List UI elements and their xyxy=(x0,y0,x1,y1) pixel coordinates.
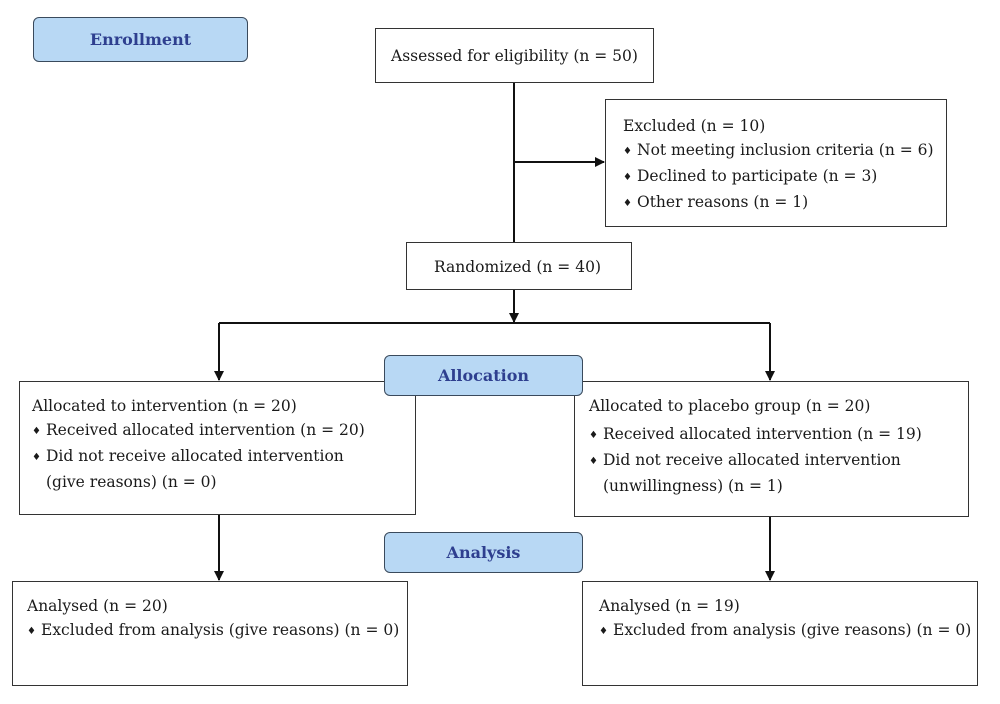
randomized-box: Randomized (n = 40) xyxy=(406,242,632,290)
analysis-stage-label: Analysis xyxy=(384,532,583,573)
placebo-received-text: Received allocated intervention (n = 19) xyxy=(603,425,922,443)
analysis-right-title: Analysed (n = 19) xyxy=(599,597,740,615)
randomized-text: Randomized (n = 40) xyxy=(434,258,601,276)
intervention-not-received: ♦ Did not receive allocated intervention xyxy=(32,444,415,470)
bullet-icon: ♦ xyxy=(623,198,632,209)
excluded-box: Excluded (n = 10) ♦ Not meeting inclusion… xyxy=(605,99,947,227)
analysis-label: Analysis xyxy=(446,543,521,562)
allocation-stage-label: Allocation xyxy=(384,355,583,396)
bullet-icon: ♦ xyxy=(27,626,36,637)
placebo-title: Allocated to placebo group (n = 20) xyxy=(589,397,871,415)
analysis-left-excluded: ♦ Excluded from analysis (give reasons) (… xyxy=(27,618,407,644)
intervention-not-received-reason: (give reasons) (n = 0) xyxy=(46,473,217,491)
excluded-item-text: Declined to participate (n = 3) xyxy=(637,167,878,185)
excluded-item-text: Other reasons (n = 1) xyxy=(637,193,809,211)
analysis-right-box: Analysed (n = 19) ♦ Excluded from analysi… xyxy=(582,581,978,686)
placebo-not-received-text: Did not receive allocated intervention xyxy=(603,451,901,469)
excluded-item: ♦ Declined to participate (n = 3) xyxy=(623,164,946,190)
bullet-icon: ♦ xyxy=(32,426,41,437)
analysis-left-title: Analysed (n = 20) xyxy=(27,597,168,615)
intervention-group-box: Allocated to intervention (n = 20) ♦ Rece… xyxy=(19,381,416,515)
excluded-item: ♦ Other reasons (n = 1) xyxy=(623,190,946,216)
bullet-icon: ♦ xyxy=(589,430,598,441)
analysis-right-excluded: ♦ Excluded from analysis (give reasons) (… xyxy=(599,618,977,644)
assessed-box: Assessed for eligibility (n = 50) xyxy=(375,28,654,83)
intervention-received-text: Received allocated intervention (n = 20) xyxy=(46,421,365,439)
bullet-icon: ♦ xyxy=(589,456,598,467)
excluded-title: Excluded (n = 10) xyxy=(623,117,766,135)
placebo-not-received: ♦ Did not receive allocated intervention xyxy=(589,448,968,474)
placebo-group-box: Allocated to placebo group (n = 20) ♦ Rec… xyxy=(574,381,969,517)
assessed-text: Assessed for eligibility (n = 50) xyxy=(391,46,638,65)
excluded-item: ♦ Not meeting inclusion criteria (n = 6) xyxy=(623,138,946,164)
enrollment-label: Enrollment xyxy=(89,30,192,49)
enrollment-stage-label: Enrollment xyxy=(33,17,248,62)
intervention-title: Allocated to intervention (n = 20) xyxy=(32,397,297,415)
bullet-icon: ♦ xyxy=(623,146,632,157)
analysis-right-excluded-text: Excluded from analysis (give reasons) (n… xyxy=(613,621,972,639)
bullet-icon: ♦ xyxy=(623,172,632,183)
analysis-left-excluded-text: Excluded from analysis (give reasons) (n… xyxy=(41,621,400,639)
intervention-not-received-text: Did not receive allocated intervention xyxy=(46,447,344,465)
bullet-icon: ♦ xyxy=(599,626,608,637)
placebo-received: ♦ Received allocated intervention (n = 19… xyxy=(589,422,968,448)
allocation-label: Allocation xyxy=(437,366,530,385)
excluded-item-text: Not meeting inclusion criteria (n = 6) xyxy=(637,141,934,159)
analysis-left-box: Analysed (n = 20) ♦ Excluded from analysi… xyxy=(12,581,408,686)
bullet-icon: ♦ xyxy=(32,452,41,463)
intervention-received: ♦ Received allocated intervention (n = 20… xyxy=(32,418,415,444)
placebo-not-received-reason: (unwillingness) (n = 1) xyxy=(603,477,783,495)
